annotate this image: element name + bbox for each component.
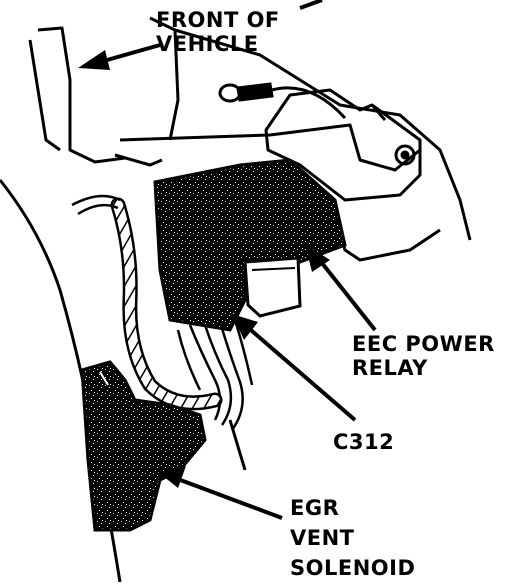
arrow-front-of-vehicle [78,0,323,70]
label-front-of-vehicle: FRONT OF VEHICLE [156,8,280,56]
hose-end [71,194,121,216]
label-eec-power-relay-line2: RELAY [352,356,428,380]
arrow-egr-vent-solenoid [158,466,283,520]
label-eec-power-relay-line1: EEC POWER [352,332,495,356]
label-front-of-vehicle-line2: VEHICLE [156,32,259,56]
label-egr-vent-solenoid: EGR VENT SOLENOID [290,493,415,583]
label-eec-power-relay: EEC POWER RELAY [352,332,495,380]
eec-power-relay [153,158,347,332]
corrugated-conduit [110,197,223,411]
label-egr-vent-solenoid-line2: VENT [290,526,355,550]
label-c312: C312 [333,430,395,454]
arrow-eec-power-relay [305,244,377,332]
label-front-of-vehicle-line1: FRONT OF [156,8,280,32]
wiring-harness [176,319,254,431]
label-egr-vent-solenoid-line3: SOLENOID [290,556,416,580]
arrow-c312 [232,314,357,422]
egr-vent-solenoid [80,360,207,532]
label-egr-vent-solenoid-line1: EGR [290,496,340,520]
bolt-icon [218,82,347,120]
mounting-bracket [264,88,422,202]
